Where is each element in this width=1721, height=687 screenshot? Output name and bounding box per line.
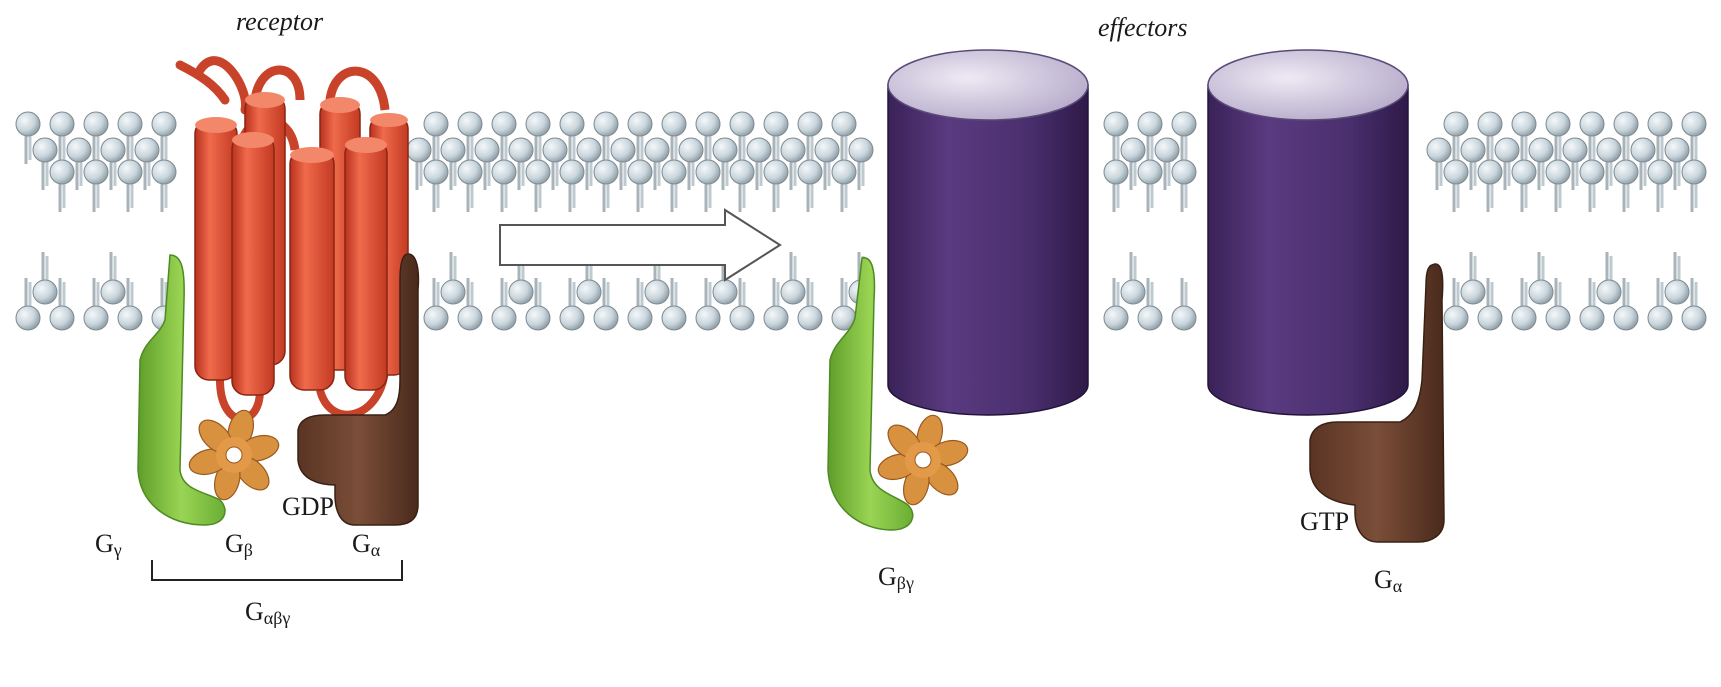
lipid-molecule	[1648, 160, 1672, 212]
lipid-molecule	[1597, 252, 1621, 304]
effector-cylinder-1	[888, 50, 1088, 415]
lipid-molecule	[1546, 160, 1570, 212]
lipid-molecule	[1138, 160, 1162, 212]
lipid-molecule	[696, 160, 720, 212]
lipid-molecule	[1104, 160, 1128, 212]
g-beta-subunit-right	[875, 412, 970, 507]
lipid-molecule	[118, 160, 142, 212]
lipid-molecule	[781, 252, 805, 304]
lipid-molecule	[1580, 160, 1604, 212]
effectors-label: effectors	[1098, 13, 1188, 42]
g-beta-subunit-left	[186, 407, 281, 502]
lipid-molecule	[424, 160, 448, 212]
activation-arrow	[500, 210, 780, 280]
lipid-molecule	[1444, 160, 1468, 212]
lipid-molecule	[1461, 252, 1485, 304]
g-alpha-beta-gamma-label: Gαβγ	[245, 597, 290, 628]
lipid-molecule	[1172, 160, 1196, 212]
g-beta-gamma-label: Gβγ	[878, 562, 914, 593]
lipid-molecule	[1529, 252, 1553, 304]
lipid-molecule	[492, 160, 516, 212]
lipid-molecule	[560, 160, 584, 212]
receptor-label: receptor	[236, 7, 324, 36]
lipid-molecule	[458, 160, 482, 212]
lipid-molecule	[101, 252, 125, 304]
lipid-molecule	[50, 160, 74, 212]
g-beta-center	[226, 447, 242, 463]
lipid-molecule	[798, 160, 822, 212]
lipid-molecule	[441, 252, 465, 304]
effector-cylinder-2	[1208, 50, 1408, 415]
lipid-molecule	[594, 160, 618, 212]
g-beta-center	[915, 452, 931, 468]
lipid-molecule	[1512, 160, 1536, 212]
lipid-molecule	[1478, 160, 1502, 212]
lipid-molecule	[662, 160, 686, 212]
g-alpha-label-right: Gα	[1374, 565, 1403, 596]
lipid-molecule	[526, 160, 550, 212]
g-alpha-label-left: Gα	[352, 529, 381, 560]
lipid-molecule	[1172, 278, 1196, 330]
lipid-molecule	[152, 160, 176, 212]
lipid-molecule	[1665, 252, 1689, 304]
lipid-molecule	[1121, 252, 1145, 304]
lipid-molecule	[84, 160, 108, 212]
lipid-molecule	[730, 160, 754, 212]
lipid-molecule	[33, 252, 57, 304]
lipid-molecule	[1614, 160, 1638, 212]
lipid-molecule	[764, 160, 788, 212]
g-beta-label: Gβ	[225, 529, 253, 560]
lipid-molecule	[628, 160, 652, 212]
receptor-protein	[180, 61, 408, 419]
gtp-label: GTP	[1300, 507, 1349, 536]
complex-bracket	[152, 560, 402, 580]
g-gamma-label: Gγ	[95, 529, 122, 560]
gdp-label: GDP	[282, 492, 334, 521]
lipid-molecule	[832, 160, 856, 212]
lipid-molecule	[1682, 160, 1706, 212]
